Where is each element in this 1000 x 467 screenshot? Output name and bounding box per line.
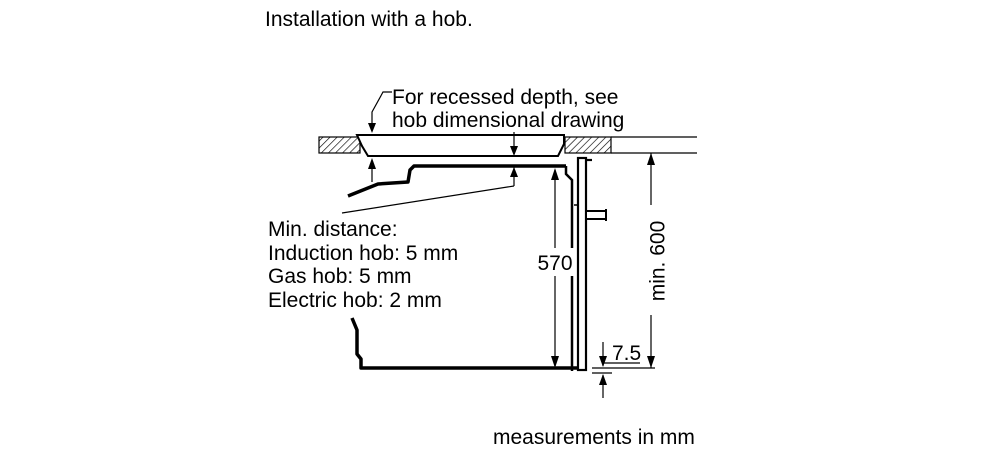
- min-distance-gas: Gas hob: 5 mm: [268, 265, 412, 288]
- niche-height-label: min. 600: [647, 221, 670, 302]
- min-distance-induction: Induction hob: 5 mm: [268, 241, 459, 265]
- niche-height-arrow-bottom: [647, 356, 655, 368]
- recess-note-line2: hob dimensional drawing: [392, 109, 625, 132]
- oven-height-label-bg: [536, 248, 574, 276]
- oven-top: [347, 164, 566, 198]
- oven-height-label: 570: [537, 252, 572, 275]
- min-distance-electric: Electric hob: 2 mm: [268, 288, 442, 312]
- worktop-right: [564, 136, 612, 154]
- min-distance-block: Min. distance: Induction hob: 5 mm Gas h…: [268, 218, 458, 312]
- diagram-title: Installation with a hob.: [265, 8, 473, 31]
- min-distance-leader: [341, 185, 515, 214]
- recess-note-line1: For recessed depth, see: [392, 86, 619, 109]
- gap-arrow-lower-head: [599, 374, 607, 385]
- min-distance-arrow-top-head: [510, 146, 518, 156]
- recess-arrow-lower-head: [368, 158, 376, 169]
- recess-arrow-head: [368, 123, 376, 133]
- oven-bottom: [350, 317, 586, 370]
- min-distance-arrow-bottom-head: [510, 167, 518, 177]
- gap-label: 7.5: [612, 342, 641, 365]
- oven-height-arrow-top: [551, 168, 559, 180]
- oven-knob: [585, 210, 607, 220]
- min-distance-heading: Min. distance:: [268, 218, 398, 241]
- niche-height-label-bg: [638, 205, 664, 315]
- worktop-left: [318, 136, 361, 154]
- niche-height-arrow-top: [647, 153, 655, 165]
- oven-door: [576, 156, 588, 372]
- hob: [355, 134, 565, 157]
- gap-arrow-upper-head: [599, 356, 607, 367]
- oven-height-arrow-bottom: [551, 356, 559, 368]
- recess-leader: [371, 91, 392, 131]
- units-note: measurements in mm: [493, 426, 695, 449]
